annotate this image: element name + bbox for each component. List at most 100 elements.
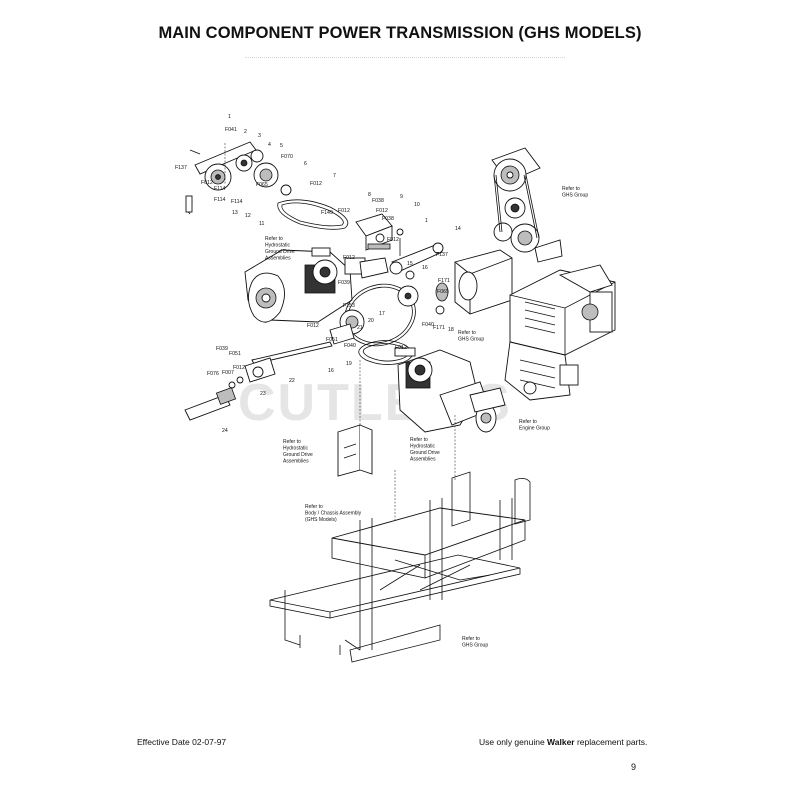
callout-label: F149 — [321, 210, 333, 216]
callout-label: 19 — [346, 361, 352, 367]
callout-label: 7 — [333, 173, 336, 179]
callout-label: 1 — [425, 218, 428, 224]
callout-label: 9 — [400, 194, 403, 200]
footer-note: Use only genuine Walker replacement part… — [479, 737, 647, 747]
callout-label: F012 — [307, 323, 319, 329]
reference-note-line: Ground Drive — [283, 452, 313, 458]
reference-note-line: GHS Group — [562, 193, 588, 199]
callout-label: F065 — [437, 289, 449, 295]
reference-note-line: Hydrostatic — [283, 446, 309, 452]
center-idler-arm — [389, 228, 444, 280]
footer-note-prefix: Use only genuine — [479, 737, 548, 747]
callout-label: 2 — [244, 129, 247, 135]
callout-label: F114 — [214, 186, 226, 192]
reference-note-line: Refer to — [410, 437, 428, 443]
callout-label: F070 — [281, 154, 293, 160]
drive-shaft — [184, 323, 355, 421]
callout-label: F137 — [175, 165, 187, 171]
reference-note-line: Engine Group — [519, 426, 550, 432]
reference-note-line: Body / Chassis Assembly — [305, 511, 362, 517]
reference-note-line: Assemblies — [410, 457, 436, 463]
reference-note-line: Assemblies — [283, 459, 309, 465]
belt-7 — [277, 199, 349, 230]
reference-note-line: Refer to — [283, 439, 301, 445]
callout-label: F137 — [436, 252, 448, 258]
callout-label: 6 — [304, 161, 307, 167]
reference-note-line: Refer to — [562, 186, 580, 192]
reference-note-line: Refer to — [519, 419, 537, 425]
callout-label: F012 — [395, 345, 407, 351]
callout-label: 20 — [368, 318, 374, 324]
callout-label: 13 — [232, 210, 238, 216]
callout-label: F012 — [310, 181, 322, 187]
page-title: MAIN COMPONENT POWER TRANSMISSION (GHS M… — [158, 24, 642, 42]
callout-label: F171 — [438, 278, 450, 284]
callout-label: 4 — [268, 142, 271, 148]
reference-note-line: GHS Group — [462, 643, 488, 649]
reference-note-line: Hydrostatic — [265, 243, 291, 249]
reference-note-line: Ground Drive — [265, 249, 295, 255]
callout-label: F051 — [229, 351, 241, 357]
page-number: 9 — [631, 762, 637, 772]
callout-label: F038 — [382, 216, 394, 222]
callout-label: F040 — [422, 322, 434, 328]
hydrostatic-unit-left — [244, 247, 389, 323]
callout-label: 11 — [259, 221, 264, 227]
reference-note-line: Refer to — [305, 504, 323, 510]
chassis-frame — [269, 471, 531, 663]
callout-label: 14 — [455, 226, 461, 232]
callout-label: F012 — [343, 255, 355, 261]
callout-label: F039 — [338, 280, 350, 286]
callout-label: F012 — [201, 180, 213, 186]
reference-note-line: Refer to — [458, 330, 476, 336]
callout-label: F065 — [256, 182, 268, 188]
reference-note-line: Refer to — [462, 636, 480, 642]
effective-date: Effective Date 02-07-97 — [137, 737, 227, 747]
callout-label: 21 — [357, 325, 363, 331]
callout-label: 5 — [280, 143, 283, 149]
ghs-belt-system — [491, 147, 563, 263]
callout-label: F040 — [344, 343, 356, 349]
callout-label: F012 — [387, 237, 399, 243]
callout-label: 12 — [245, 213, 251, 219]
callout-label: F038 — [372, 198, 384, 204]
bearing-block — [355, 213, 393, 251]
callout-label: 8 — [368, 192, 371, 198]
callout-label: F039 — [216, 346, 228, 352]
belt-19 — [358, 340, 413, 365]
idler-arm-assembly — [185, 141, 292, 215]
callout-label: 17 — [379, 311, 385, 317]
callout-label: F153 — [343, 303, 355, 309]
mounting-bracket — [337, 424, 373, 477]
callout-label: 22 — [289, 378, 295, 384]
callout-label: F171 — [433, 325, 445, 331]
callout-label: 16 — [328, 368, 334, 374]
reference-note-line: Hydrostatic — [410, 444, 436, 450]
callout-label: F051 — [326, 337, 338, 343]
faint-subtitle-line — [245, 52, 565, 58]
reference-note-line: GHS Group — [458, 337, 484, 343]
callout-label: 3 — [258, 133, 261, 139]
callout-label: F114 — [214, 197, 226, 203]
reference-note-line: (GHS Models) — [305, 517, 337, 523]
callout-label: 15 — [407, 261, 413, 267]
callout-label: F041 — [225, 127, 237, 133]
callout-label: 16 — [422, 265, 428, 271]
engine — [504, 264, 616, 401]
callout-label: F012 — [233, 365, 245, 371]
footer-brand: Walker — [547, 737, 575, 747]
reference-note-line: Ground Drive — [410, 450, 440, 456]
callout-label: F076 — [207, 371, 219, 377]
callout-label: 23 — [260, 391, 266, 397]
callout-label: F007 — [222, 370, 234, 376]
callout-label: 18 — [448, 327, 454, 333]
callout-label: 10 — [414, 202, 420, 208]
footer-note-suffix: replacement parts. — [574, 737, 648, 747]
hydrostatic-unit-right — [394, 347, 506, 433]
callout-label: 24 — [222, 428, 228, 434]
callout-label: F012 — [376, 208, 388, 214]
callout-label: F012 — [338, 208, 350, 214]
